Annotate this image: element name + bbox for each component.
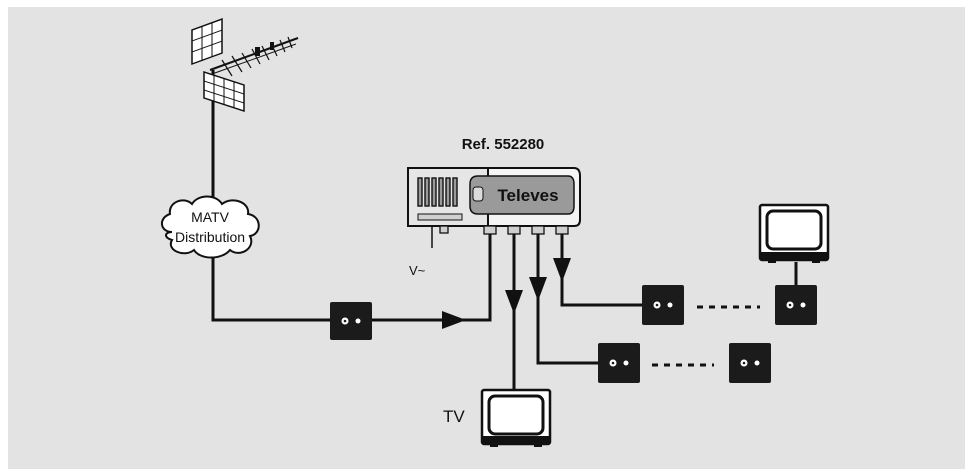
- output-arrow-1: [505, 290, 523, 314]
- wall-outlet-lower-1: [598, 343, 640, 383]
- tv-label: TV: [443, 407, 465, 426]
- antenna-icon: [191, 18, 299, 205]
- amplifier-brand-logo: Televes: [497, 186, 558, 205]
- cloud-label-line1: MATV: [191, 209, 230, 225]
- distribution-line: [211, 258, 330, 322]
- wall-outlet-upper-1: [642, 285, 684, 325]
- input-arrow: [442, 311, 466, 329]
- amplifier-unit: Televes: [407, 167, 581, 248]
- output-arrow-3: [553, 258, 571, 282]
- matv-distribution-cloud: MATV Distribution: [161, 195, 260, 259]
- output-arrow-2: [529, 277, 547, 301]
- power-label: V~: [409, 263, 426, 278]
- wall-outlet-upper-2: [775, 285, 817, 325]
- input-riser-line: [460, 234, 492, 322]
- tv-icon-bottom: [480, 388, 552, 447]
- tv-icon-right: [758, 203, 830, 263]
- wall-outlet-input: [330, 302, 372, 340]
- wall-outlet-lower-2: [729, 343, 771, 383]
- output-line-3: [560, 234, 642, 307]
- ref-label: Ref. 552280: [462, 136, 545, 153]
- cloud-label-line2: Distribution: [175, 229, 245, 245]
